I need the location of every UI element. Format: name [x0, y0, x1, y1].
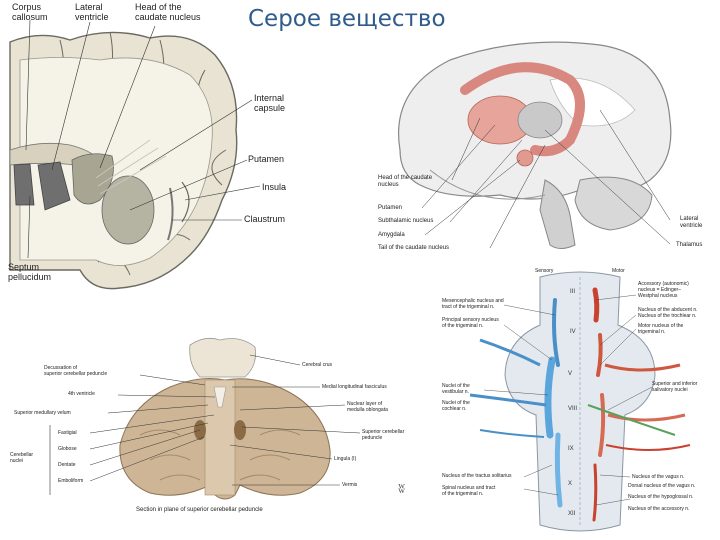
slide-title: Серое вещество [248, 6, 446, 32]
label-cb-fastigial: Fastigial [58, 430, 77, 436]
label-lat-thalamus: Thalamus [676, 242, 703, 248]
label-bs-motor-trigeminal: Motor nucleus of the trigeminal n. [638, 323, 684, 335]
label-bs-hypoglossal: Nucleus of the hypoglossal n. [628, 494, 694, 500]
label-caudate-head: Head of the caudate nucleus [135, 2, 201, 22]
label-cb-dentate: Dentate [58, 462, 76, 468]
cerebellum-section-panel: ʬ Decussation of superior cerebellar ped… [0, 335, 420, 540]
label-cb-cerebral-crus: Cerebral crus [302, 362, 333, 368]
coronal-section-panel: Corpus callosum Lateral ventricle Head o… [0, 0, 300, 300]
label-claustrum: Claustrum [244, 214, 286, 224]
brainstem-nuclei-panel: III IV V VIII IX X XII Sensory Motor Acc… [440, 265, 720, 540]
svg-text:XII: XII [568, 511, 576, 517]
label-lat-lateral-ventricle: Lateral ventricle [680, 216, 703, 229]
label-lat-caudate-tail: Tail of the caudate nucleus [378, 245, 450, 251]
label-cb-fourth-ventricle: 4th ventricle [68, 391, 95, 397]
label-septum: Septum pellucidum [8, 262, 52, 282]
label-bs-vestibular: Nuclei of the vestibular n. [442, 383, 470, 395]
svg-text:V: V [568, 371, 572, 377]
label-cb-caption: Section in plane of superior cerebellar … [136, 507, 263, 513]
label-cb-lingula: Lingula (I) [334, 456, 357, 462]
label-cb-cerebellar-nuclei: Cerebellar nuclei [10, 452, 34, 464]
svg-text:III: III [570, 289, 575, 295]
label-bs-salivatory: Superior and inferior salivatory nuclei [652, 381, 698, 393]
label-internal-capsule: Internal capsule [254, 93, 286, 113]
label-bs-accessory-n: Nucleus of the accessory n. [628, 506, 690, 512]
label-bs-mesencephalic: Mesencephalic nucleus and tract of the t… [442, 298, 504, 310]
label-lat-subthalamic: Subthalamic nucleus [378, 218, 434, 224]
label-lat-caudate-head: Head of the caudate nucleus [378, 175, 433, 188]
coronal-section-illustration [9, 19, 261, 290]
lateral-view-panel: Head of the caudate nucleus Putamen Subt… [370, 30, 720, 260]
label-bs-nucleus-abducent: Nucleus of the abducent n. Nucleus of th… [638, 307, 698, 319]
label-bs-principal-sensory: Principal sensory nucleus of the trigemi… [442, 317, 499, 329]
svg-text:VIII: VIII [568, 406, 577, 412]
label-putamen: Putamen [248, 154, 285, 164]
label-bs-dorsal-vagus: Nucleus of the vagus n. [632, 474, 685, 480]
label-lat-amygdala: Amygdala [378, 232, 405, 238]
label-cb-nuclear-layer: Nuclear layer of medulla oblongata [347, 401, 388, 413]
label-bs-dorsal-nucleus-vagus: Dorsal nucleus of the vagus n. [628, 483, 696, 489]
label-cb-vermis: Vermis [342, 482, 358, 488]
label-cb-sup-medullary: Superior medullary velum [14, 410, 71, 416]
publisher-logo: ʬ [398, 482, 405, 497]
label-cb-medial-longitudinal: Medial longitudinal fasciculus [322, 384, 387, 390]
label-bs-spinal-trigeminal: Spinal nucleus and tract of the trigemin… [442, 485, 496, 497]
label-lat-putamen: Putamen [378, 205, 403, 211]
label-cb-sup-peduncle: Superior cerebellar peduncle [362, 429, 405, 441]
svg-text:X: X [568, 481, 572, 487]
cerebellum-section-illustration: ʬ [49, 337, 405, 500]
label-bs-sensory: Sensory [535, 268, 554, 274]
svg-text:IV: IV [570, 329, 576, 335]
lateral-view-illustration [398, 41, 672, 249]
label-bs-cochlear: Nuclei of the cochlear n. [442, 400, 470, 412]
label-cb-globose: Globose [58, 446, 77, 452]
label-cb-decussation: Decussation of superior cerebellar pedun… [44, 365, 108, 377]
label-lateral-ventricle: Lateral ventricle [75, 2, 109, 22]
label-corpus-callosum: Corpus callosum [12, 2, 48, 22]
label-cb-emboliform: Emboliform [58, 478, 84, 484]
brainstem-nuclei-illustration: III IV V VIII IX X XII [469, 271, 691, 532]
label-bs-solitary: Nucleus of the tractus solitarius [442, 473, 512, 479]
label-insula: Insula [262, 182, 287, 192]
label-bs-motor: Motor [612, 268, 625, 274]
label-bs-accessory: Accessory (autonomic) nucleus = Edinger–… [638, 281, 689, 299]
svg-text:IX: IX [568, 446, 574, 452]
